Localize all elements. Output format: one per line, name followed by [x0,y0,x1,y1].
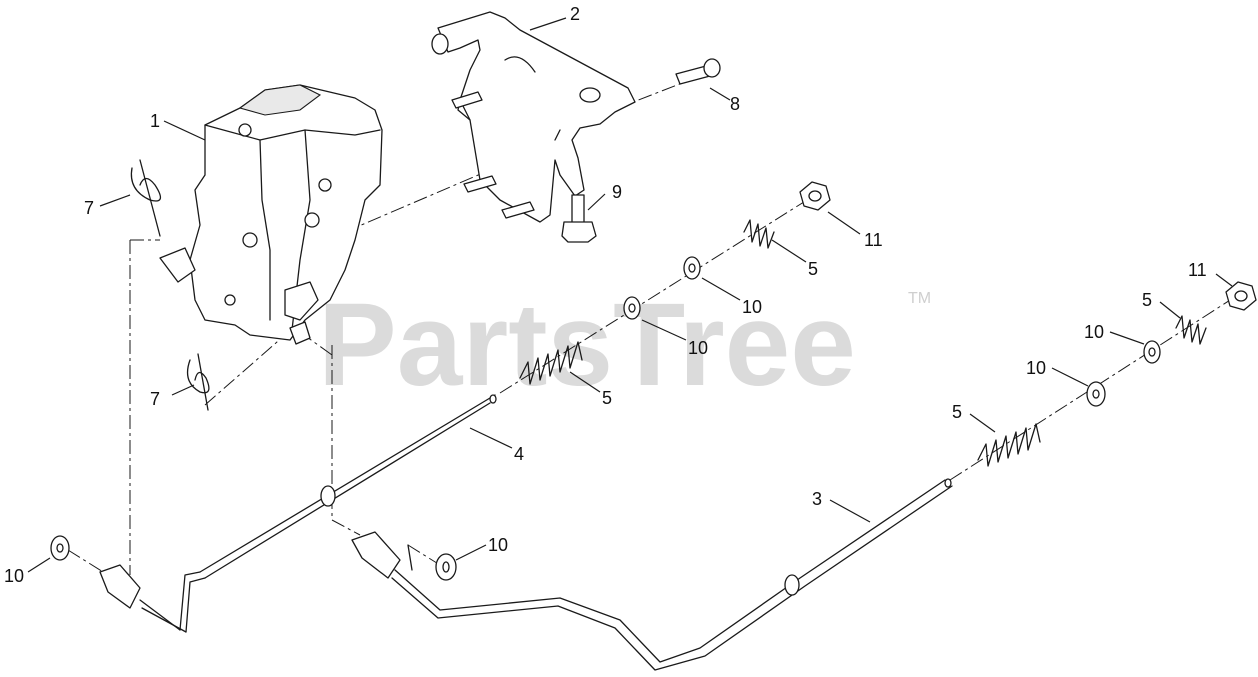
part-nut-lower [1225,281,1257,311]
part-spring-long-upper [519,341,583,385]
callout-5-upper-small: 5 [808,259,818,279]
part-bolt [561,194,597,243]
callout-1: 1 [150,111,160,131]
leader-lines [27,17,1233,573]
callout-3: 3 [812,489,822,509]
callout-10-middle: 10 [488,535,508,555]
callouts: 2 1 8 9 7 11 5 10 10 5 7 4 11 5 10 10 5 … [4,4,1207,586]
part-nut-upper [799,181,831,211]
watermark: PartsTree TM [318,279,931,411]
bracket-studs [451,91,535,219]
callout-10-lower-2: 10 [1026,358,1046,378]
washer-lower-2 [1086,381,1106,407]
part-hairpin-upper [130,159,162,237]
callout-5-upper-long: 5 [602,388,612,408]
washers [50,256,1161,581]
part-spring-small-lower [1175,315,1207,345]
part-hairpin-lower [186,353,210,411]
callout-7-lower: 7 [150,389,160,409]
callout-11-upper: 11 [864,230,883,250]
part-spring-long-lower [977,423,1041,467]
callout-10-upper-2: 10 [688,338,708,358]
watermark-text: PartsTree [318,279,856,411]
callout-10-left: 10 [4,566,24,586]
callout-10-upper-1: 10 [742,297,762,317]
washer-upper-2 [623,296,641,320]
callout-4: 4 [514,444,524,464]
washer-lower-1 [1143,340,1161,364]
part-actuator [159,84,383,345]
callout-11-lower: 11 [1188,260,1207,280]
part-spring-small-upper [743,219,775,249]
washer-left [50,535,70,561]
washer-upper-1 [683,256,701,280]
callout-9: 9 [612,182,622,202]
part-bracket [431,11,636,223]
callout-5-lower-long: 5 [952,402,962,422]
part-pin [675,58,721,85]
part-rod-lower [351,478,953,671]
callout-2: 2 [570,4,580,24]
watermark-trademark: TM [908,290,931,307]
washer-middle [435,553,457,581]
callout-7-upper: 7 [84,198,94,218]
callout-10-lower-1: 10 [1084,322,1104,342]
callout-5-lower-small: 5 [1142,290,1152,310]
part-rod-upper [99,394,497,633]
callout-8: 8 [730,94,740,114]
